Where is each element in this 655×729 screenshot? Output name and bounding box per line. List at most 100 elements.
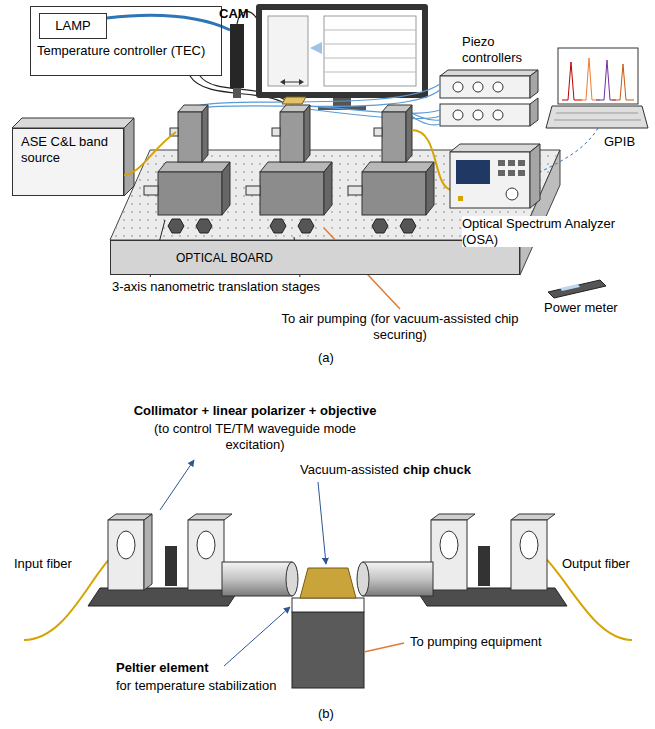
bus-label: GPIB [604, 134, 635, 150]
osa-instrument [450, 144, 540, 208]
input-mount [117, 531, 135, 559]
laptop [596, 60, 616, 100]
leader-arrows [160, 460, 326, 666]
output-mount [520, 531, 538, 559]
translation-stages [144, 105, 230, 233]
monitor [324, 30, 416, 31]
piezo-controllers [473, 110, 483, 120]
part-label: Output fiber [562, 556, 630, 572]
osa-instrument [518, 160, 525, 166]
box-text: ASE C&L band source [21, 134, 115, 165]
translation-stages [246, 105, 332, 233]
optical-fibers [118, 132, 176, 176]
laptop [562, 62, 582, 100]
leader-arrows [318, 482, 326, 564]
camera [230, 24, 244, 88]
output-mount [363, 562, 433, 596]
piezo-controllers [440, 104, 530, 126]
output-mount [511, 520, 547, 590]
piezo-controllers [530, 98, 538, 126]
board-front: OPTICAL BOARD [110, 240, 520, 275]
osa-instrument [518, 170, 525, 176]
osa-instrument [498, 170, 505, 176]
piezo-controllers [493, 110, 503, 120]
part-label: Power meter [544, 300, 618, 316]
output-mount [431, 520, 467, 590]
lamp-box: LAMP [39, 13, 107, 39]
osa-instrument [508, 160, 515, 166]
monitor [333, 98, 351, 106]
output-mount [478, 546, 490, 586]
box-text: LAMP [44, 18, 102, 34]
laptop [578, 58, 600, 100]
osa-instrument [530, 144, 540, 208]
monitor [280, 79, 285, 85]
input-mount [286, 562, 298, 596]
monitor [299, 79, 304, 85]
power-meter [548, 280, 606, 298]
input-mount [165, 546, 177, 586]
chip-chuck [292, 598, 364, 612]
osa-instrument [458, 196, 463, 201]
osa-instrument [456, 160, 490, 184]
piezo-cables [296, 106, 440, 113]
ase-source-box [124, 118, 134, 196]
monitor [268, 16, 308, 86]
monitor [256, 4, 428, 110]
instrument-label: Optical Spectrum Analyzer (OSA) [462, 216, 642, 247]
osa-instrument [450, 144, 540, 152]
input-mount [24, 514, 298, 640]
chip-chuck [292, 612, 364, 688]
ase-source-box [12, 118, 134, 196]
osa-instrument [498, 160, 505, 166]
source-box: ASE C&L band source [12, 128, 124, 196]
laptop [556, 113, 638, 114]
input-mount [197, 531, 215, 559]
piezo-controllers [440, 70, 538, 76]
input-mount [222, 562, 292, 596]
monitor [310, 42, 322, 54]
note-label: (to control TE/TM waveguide mode excitat… [140, 421, 370, 452]
power-meter [560, 284, 580, 291]
monitor [324, 16, 416, 86]
part-label: Peltier element [116, 660, 209, 676]
gpib-cable [540, 128, 598, 172]
input-mount [144, 514, 152, 590]
power-meter [548, 280, 606, 298]
part-label: Collimator + linear polarizer + objectiv… [90, 403, 420, 419]
piezo-controllers [440, 76, 530, 98]
note-label: To air pumping (for vacuum-assisted chip… [275, 311, 525, 342]
monitor [256, 4, 428, 98]
ase-source-box [12, 118, 134, 128]
output-mount [431, 514, 475, 520]
chip-chuck [300, 568, 356, 598]
osa-instrument [506, 188, 518, 200]
output-mount [357, 562, 369, 596]
part-label: CAM [219, 6, 249, 22]
leader-arrows [224, 607, 290, 666]
piezo-controllers [453, 82, 463, 92]
translation-stages [144, 97, 434, 233]
piezo-controllers [493, 82, 503, 92]
output-mount [357, 514, 632, 640]
part-label: Vacuum-assisted [300, 462, 399, 478]
part-label: chip chuck [403, 462, 471, 478]
input-mount [108, 520, 144, 590]
piezo-controllers [440, 70, 538, 126]
part-label: To pumping equipment [410, 634, 542, 650]
monitor [324, 44, 416, 45]
monitor [262, 10, 422, 92]
laptop [546, 48, 648, 128]
part-label: Piezo controllers [462, 34, 542, 65]
osa-instrument [450, 152, 530, 208]
laptop [612, 64, 634, 100]
box-text: OPTICAL BOARD [176, 251, 515, 265]
input-mount [188, 520, 224, 590]
camera [230, 11, 258, 98]
output-mount [440, 531, 458, 559]
chip-chuck [364, 643, 404, 652]
translation-stages [348, 105, 434, 233]
output-mount [511, 514, 555, 520]
chip-chuck [292, 568, 404, 688]
